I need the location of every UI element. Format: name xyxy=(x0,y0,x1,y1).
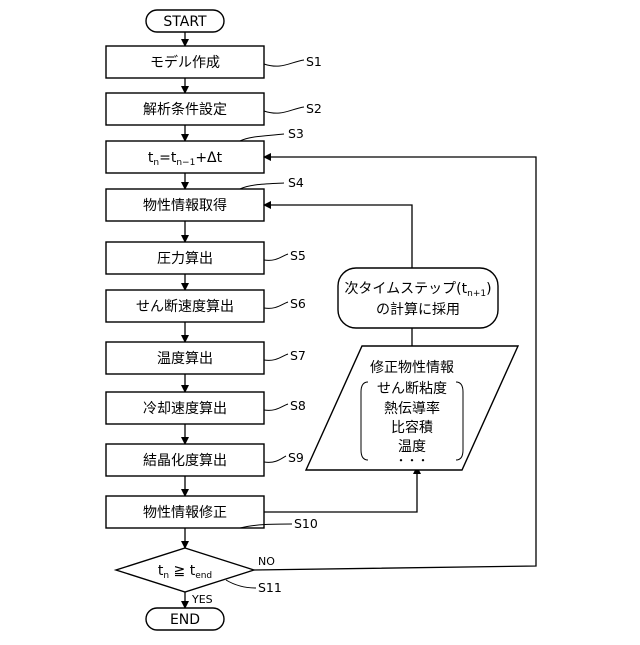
step-s10-id: S10 xyxy=(294,516,318,531)
modified-info-item: 熱伝導率 xyxy=(384,400,440,417)
step-s8-label: 冷却速度算出 xyxy=(143,401,227,417)
step-s2-id: S2 xyxy=(306,101,322,116)
modified-info-item: せん断粘度 xyxy=(377,381,447,397)
step-s10-label: 物性情報修正 xyxy=(143,505,227,521)
step-s6-leader xyxy=(264,302,288,308)
step-s1-label: モデル作成 xyxy=(150,54,220,71)
end-label: END xyxy=(170,612,200,628)
step-s9-label: 結晶化度算出 xyxy=(143,453,227,469)
decision-s11-leader xyxy=(226,580,256,588)
step-s6-id: S6 xyxy=(290,296,306,311)
step-s7-label: 温度算出 xyxy=(157,351,213,367)
step-s5-leader xyxy=(264,254,288,260)
step-s7-leader xyxy=(264,354,288,360)
decision-yes-label: YES xyxy=(191,593,213,606)
arrow-s10-to-modified-info xyxy=(264,467,417,512)
step-s8-id: S8 xyxy=(290,398,306,413)
step-s5-id: S5 xyxy=(290,248,306,263)
modified-info-item: ・・・ xyxy=(396,454,429,467)
start-label: START xyxy=(163,14,207,30)
step-s3-box xyxy=(106,141,264,173)
step-s1-id: S1 xyxy=(306,54,322,69)
step-s6-label: せん断速度算出 xyxy=(136,299,234,315)
decision-s11-id: S11 xyxy=(258,580,282,595)
decision-no-label: NO xyxy=(258,555,275,568)
step-s4-leader xyxy=(240,183,284,189)
step-s4-id: S4 xyxy=(288,175,304,190)
step-s3-id: S3 xyxy=(288,126,304,141)
step-s2-leader xyxy=(264,107,304,113)
step-s9-id: S9 xyxy=(288,450,304,465)
step-s7-id: S7 xyxy=(290,348,306,363)
step-s9-leader xyxy=(264,456,286,462)
step-s2-label: 解析条件設定 xyxy=(143,101,227,118)
modified-info-item: 温度 xyxy=(398,439,426,455)
step-s5-label: 圧力算出 xyxy=(157,251,213,267)
modified-info-item: 比容積 xyxy=(391,419,433,436)
next-timestep-note-line2: の計算に採用 xyxy=(376,302,460,318)
arrow-note-to-s4 xyxy=(264,205,412,268)
step-s4-label: 物性情報取得 xyxy=(143,197,227,214)
step-s8-leader xyxy=(264,404,288,410)
step-s1-leader xyxy=(264,60,304,66)
step-s3-leader xyxy=(240,134,284,141)
modified-info-title: 修正物性情報 xyxy=(370,360,454,376)
